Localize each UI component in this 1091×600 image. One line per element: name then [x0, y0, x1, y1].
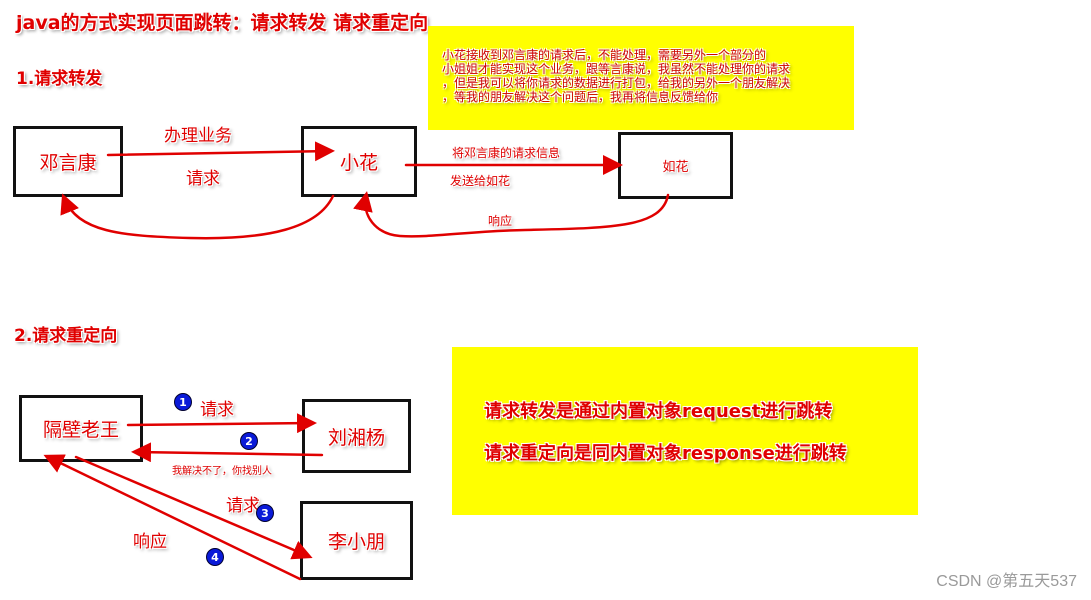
label-fasong: 发送给如花	[450, 174, 511, 188]
label-xiangying: 响应	[488, 214, 513, 228]
note-line: 小姐姐才能实现这个业务，跟等言康说，我虽然不能处理你的请求	[442, 62, 791, 76]
note-line-redirect: 请求重定向是同内置对象response进行跳转	[484, 443, 847, 464]
arrow-liu-to-wang	[131, 442, 324, 463]
arrow-deng-to-xiaohua	[106, 141, 335, 162]
box-liu-xiangyang: 刘湘杨	[302, 399, 411, 473]
box-label: 小花	[339, 152, 378, 174]
arrow-xiaohua-response	[60, 193, 335, 240]
box-deng-yankang: 邓言康	[13, 126, 123, 197]
box-gebi-laowang: 隔壁老王	[19, 395, 143, 462]
note-line: ，但是我可以将你请求的数据进行打包，给我的另外一个朋友解决	[442, 76, 791, 90]
label-xiangying-2: 响应	[133, 532, 167, 552]
step-number-3: 3	[256, 504, 274, 522]
box-xiaohua: 小花	[301, 126, 417, 197]
note-redirect-summary: 请求转发是通过内置对象request进行跳转 请求重定向是同内置对象respon…	[452, 347, 918, 515]
arrow-wang-to-li	[74, 455, 313, 560]
arrow-wang-to-liu	[126, 413, 317, 434]
box-label: 隔壁老王	[42, 419, 119, 441]
section-heading-redirect: 2.请求重定向	[14, 326, 118, 346]
arrow-ruhua-response	[353, 191, 670, 238]
note-line: ，等我的朋友解决这个问题后，我再将信息反馈给你	[442, 90, 719, 104]
label-cannot-solve: 我解决不了，你找别人	[172, 466, 272, 477]
note-line-forward: 请求转发是通过内置对象request进行跳转	[484, 401, 833, 422]
box-li-xiaopeng: 李小朋	[300, 501, 413, 580]
box-ruhua: 如花	[618, 132, 733, 199]
box-label: 李小朋	[327, 531, 385, 553]
note-line: 小花接收到邓言康的请求后，不能处理，需要另外一个部分的	[442, 48, 767, 62]
box-label: 邓言康	[39, 152, 97, 174]
step-number-2: 2	[240, 432, 258, 450]
label-qingqiu: 请求	[186, 169, 220, 189]
label-qingqiu-1: 请求	[200, 400, 234, 420]
watermark: CSDN @第五天537	[936, 573, 1077, 590]
section-heading-forward: 1.请求转发	[16, 69, 103, 89]
step-number-4: 4	[206, 548, 224, 566]
arrow-li-to-wang	[43, 454, 302, 581]
step-number-1: 1	[174, 393, 192, 411]
box-label: 如花	[662, 160, 689, 175]
note-forward-explanation: 小花接收到邓言康的请求后，不能处理，需要另外一个部分的 小姐姐才能实现这个业务，…	[428, 26, 854, 130]
label-jiang-request: 将邓言康的请求信息	[452, 146, 561, 160]
label-banli-yewu: 办理业务	[164, 126, 232, 146]
box-label: 刘湘杨	[327, 426, 385, 449]
label-qingqiu-2: 请求	[226, 496, 260, 516]
page-title: java的方式实现页面跳转：请求转发 请求重定向	[16, 12, 429, 34]
